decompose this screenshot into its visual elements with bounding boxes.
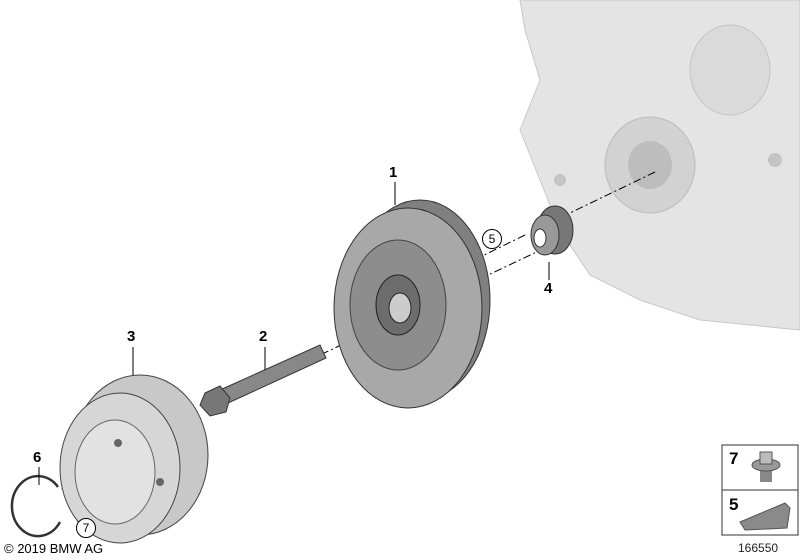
callout-1: 1 [389, 164, 398, 181]
part-6-circlip [10, 474, 62, 538]
legend-number-7: 7 [729, 449, 739, 468]
woodruff-key-icon [739, 502, 791, 531]
part-4-sprocket [530, 205, 574, 256]
engine-block [519, 0, 800, 331]
callout-3: 3 [127, 328, 136, 345]
legend-number-5: 5 [729, 495, 739, 514]
callout-4: 4 [544, 280, 553, 297]
leader-lines [38, 182, 550, 485]
part-3-pulley [59, 374, 209, 544]
callout-6: 6 [33, 449, 42, 466]
copyright: © 2019 BMW AG [4, 541, 104, 556]
callout-5: 5 [482, 229, 502, 249]
bolt-icon [751, 451, 781, 482]
part-1-vibration-damper [333, 199, 491, 409]
part-2-bolt [199, 344, 327, 417]
diagram-number: 166550 [738, 541, 779, 555]
legend-box [721, 444, 799, 536]
callout-7: 7 [76, 518, 96, 538]
callout-2: 2 [259, 328, 268, 345]
